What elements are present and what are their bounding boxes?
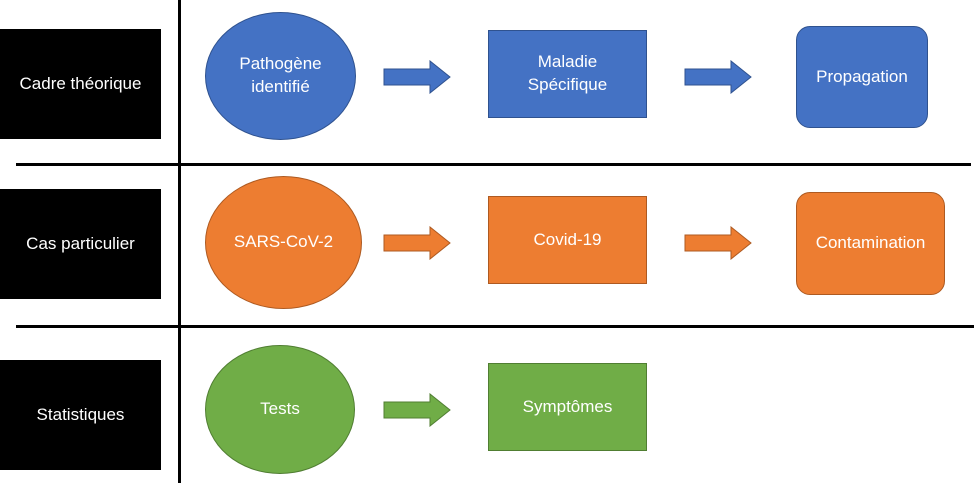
node-tests: Tests [205, 345, 355, 474]
node-specific-disease: Maladie Spécifique [488, 30, 647, 118]
arrow-covid-to-contamination [684, 226, 752, 260]
node-symptoms: Symptômes [488, 363, 647, 451]
arrow-pathogen-to-disease [383, 60, 451, 94]
node-propagation: Propagation [796, 26, 928, 128]
node-contamination: Contamination [796, 192, 945, 295]
arrow-tests-to-symptoms [383, 393, 451, 427]
row-label-statistics: Statistiques [0, 360, 161, 470]
arrow-disease-to-propagation [684, 60, 752, 94]
arrow-sars-to-covid [383, 226, 451, 260]
horizontal-separator-2 [16, 325, 974, 328]
row-label-particular-case: Cas particulier [0, 189, 161, 299]
horizontal-separator-1 [16, 163, 971, 166]
node-pathogen-identified: Pathogène identifié [205, 12, 356, 140]
node-covid-19: Covid-19 [488, 196, 647, 284]
node-sars-cov-2: SARS-CoV-2 [205, 176, 362, 309]
vertical-separator [178, 0, 181, 483]
row-label-theoretical-framework: Cadre théorique [0, 29, 161, 139]
